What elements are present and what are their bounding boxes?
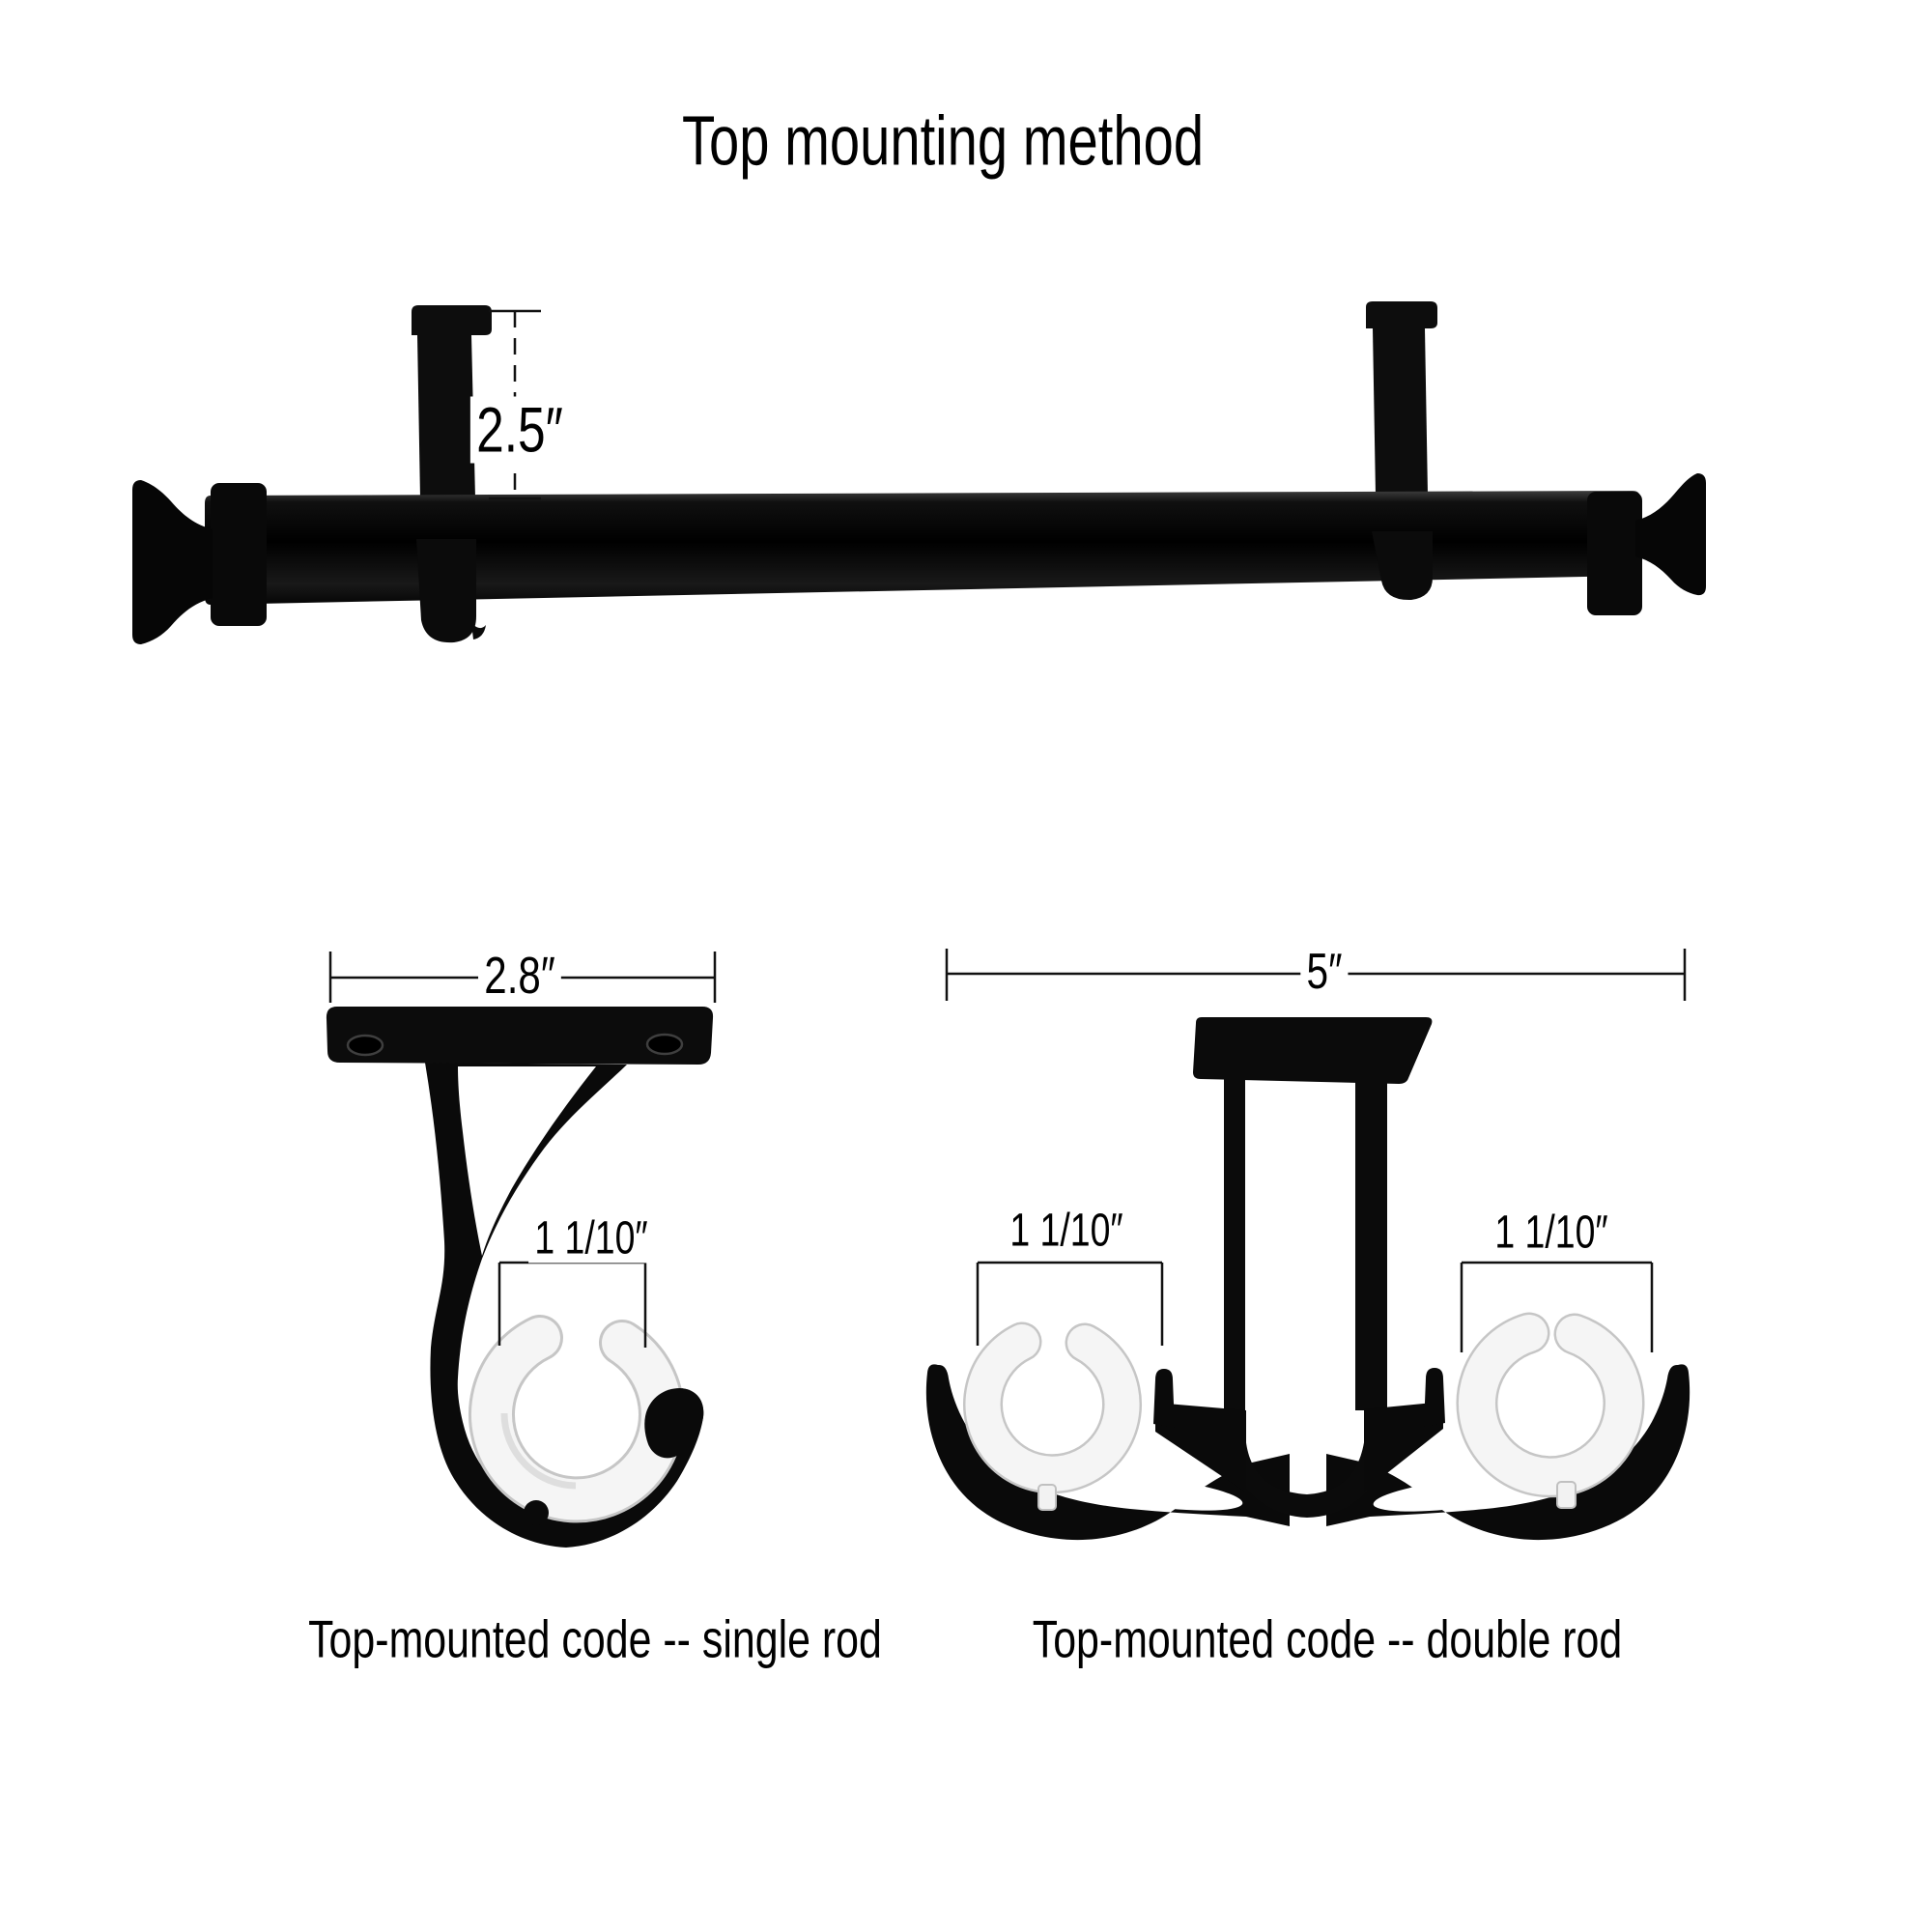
single-bracket-caption: Top-mounted code -- single rod <box>219 1608 970 1670</box>
rod-finial-left <box>132 480 213 644</box>
double-width-dim-label: 5″ <box>1293 943 1354 1001</box>
ring-nub-left <box>1037 1484 1057 1511</box>
rod-finial-right-shape <box>1635 473 1706 596</box>
lens-cutout-left <box>1065 1474 1243 1511</box>
ring-nub-right <box>1556 1481 1577 1509</box>
door-hook-left <box>412 305 492 498</box>
frame-column-left <box>1224 1077 1245 1410</box>
single-retainer-nub <box>524 1500 549 1525</box>
single-cradle-tip <box>644 1388 704 1459</box>
double-right-seat-dim-label: 1 1/10″ <box>1471 1206 1632 1259</box>
double-bracket <box>925 949 1690 1541</box>
door-hook-right <box>1366 301 1437 495</box>
rod-collar-right <box>1587 492 1642 615</box>
single-ceiling-plate <box>326 1007 714 1065</box>
rod-body <box>205 491 1640 605</box>
rod-drop-dim-label: 2.5″ <box>456 392 582 466</box>
page-title: Top mounting method <box>601 101 1285 181</box>
double-right-seat-dimension <box>1460 1261 1654 1352</box>
screw-hole-left <box>346 1034 384 1057</box>
inner-tip-right <box>1424 1368 1445 1427</box>
inner-tip-left <box>1153 1369 1175 1428</box>
rod-collar-left <box>211 483 267 626</box>
frame-bridge <box>1224 1381 1387 1518</box>
inner-bar-right <box>1364 1402 1443 1492</box>
inner-bar-left <box>1155 1403 1246 1492</box>
double-left-seat-dim-label: 1 1/10″ <box>986 1204 1147 1257</box>
rod-clip-left-curl <box>471 623 486 639</box>
double-left-seat-dimension <box>976 1261 1164 1346</box>
single-insert-ring <box>468 1315 685 1523</box>
single-seat-dim-label: 1 1/10″ <box>511 1211 671 1264</box>
double-insert-ring-right <box>1456 1312 1645 1498</box>
single-bracket-arm <box>425 1063 704 1548</box>
rod-assembly <box>132 301 1706 644</box>
double-ceiling-slab <box>1193 1017 1433 1084</box>
double-insert-ring-left <box>963 1321 1142 1494</box>
single-width-dim-label: 2.8″ <box>467 946 573 1006</box>
rod-clip-right <box>1372 531 1433 601</box>
screw-hole-right <box>645 1033 684 1056</box>
frame-column-right <box>1355 1077 1387 1410</box>
rod-clip-left <box>416 539 476 643</box>
single-bracket <box>326 952 717 1548</box>
double-bracket-caption: Top-mounted code -- double rod <box>942 1608 1714 1670</box>
